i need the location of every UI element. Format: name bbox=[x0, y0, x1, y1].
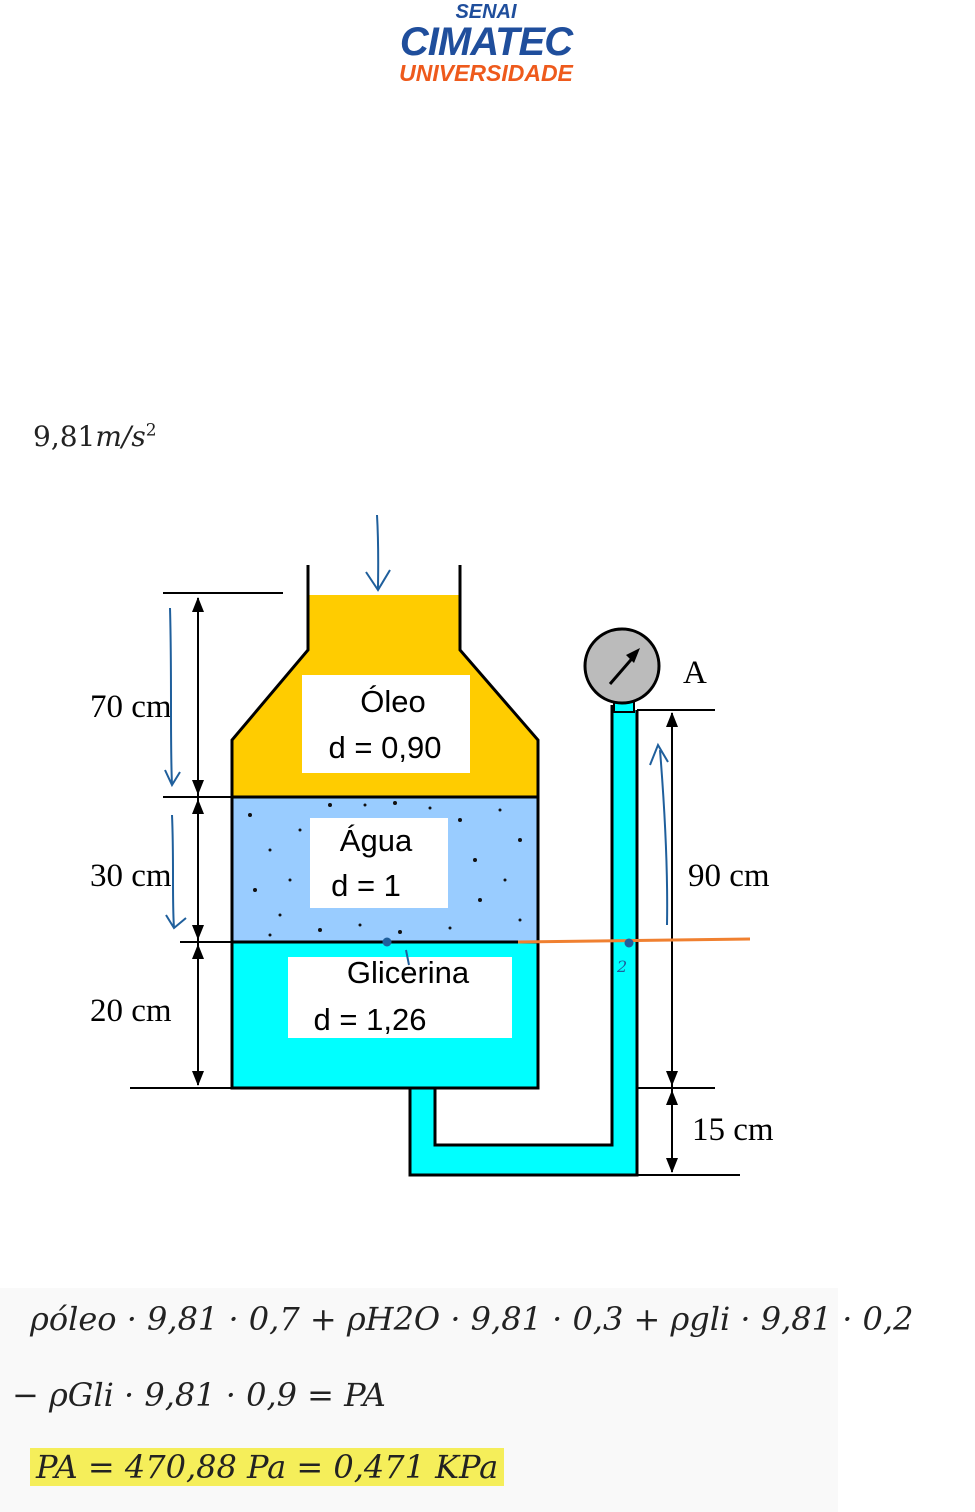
equation-line-1: ρóleo · 9,81 · 0,7 + ρH2O · 9,81 · 0,3 +… bbox=[30, 1300, 914, 1338]
pen-annotations bbox=[164, 514, 669, 966]
glycerin-label-box bbox=[288, 957, 512, 1038]
oil-density: d = 0,90 bbox=[329, 730, 442, 765]
water-label-box bbox=[310, 818, 448, 908]
dimension-arrowheads bbox=[192, 597, 678, 1173]
result-highlighted: PA = 470,88 Pa = 0,471 KPa bbox=[30, 1448, 505, 1486]
reference-line bbox=[517, 937, 751, 944]
gravity-value: 9,81m/s2 bbox=[33, 420, 157, 453]
logo-universidade: UNIVERSIDADE bbox=[399, 60, 573, 86]
tank-diagram: Óleo d = 0,90 Água d = 1 Glicerina d = 1… bbox=[90, 514, 774, 1177]
down-arrow-icon bbox=[164, 607, 181, 788]
gravity-unit: m/s bbox=[95, 420, 146, 453]
handwritten-notes: ρóleo · 9,81 · 0,7 + ρH2O · 9,81 · 0,3 +… bbox=[0, 1288, 913, 1512]
point-1-marker bbox=[382, 937, 392, 947]
oil-label-box bbox=[302, 675, 470, 773]
gravity-number: 9,81 bbox=[33, 420, 96, 453]
oil-height-label: 70 cm bbox=[90, 689, 172, 725]
logo-cimatec: CIMATEC bbox=[399, 20, 573, 64]
water-height-label: 30 cm bbox=[90, 858, 172, 894]
water-particles bbox=[248, 801, 522, 937]
up-arrow-icon bbox=[649, 742, 669, 926]
tube-height-label: 90 cm bbox=[688, 858, 770, 894]
oil-name: Óleo bbox=[360, 684, 425, 719]
logo-senai: SENAI bbox=[455, 1, 517, 23]
equation-line-2: − ρGli · 9,81 · 0,9 = PA bbox=[12, 1376, 386, 1414]
down-arrow-icon bbox=[365, 514, 391, 592]
u-tube-fluid bbox=[410, 710, 637, 1175]
glycerin-density: d = 1,26 bbox=[314, 1002, 427, 1037]
bottom-height-label: 15 cm bbox=[692, 1112, 774, 1148]
point-2-label: 2 bbox=[616, 957, 627, 976]
gauge-label: A bbox=[683, 655, 707, 691]
gravity-exponent: 2 bbox=[145, 420, 157, 441]
point-2-marker bbox=[624, 938, 634, 948]
pressure-gauge bbox=[583, 627, 661, 713]
water-name: Água bbox=[340, 823, 413, 858]
glycerin-height-label: 20 cm bbox=[90, 993, 172, 1029]
senai-cimatec-logo: SENAI CIMATEC UNIVERSIDADE bbox=[386, 2, 586, 85]
down-arrow-icon bbox=[165, 814, 187, 930]
water-density: d = 1 bbox=[331, 868, 401, 903]
